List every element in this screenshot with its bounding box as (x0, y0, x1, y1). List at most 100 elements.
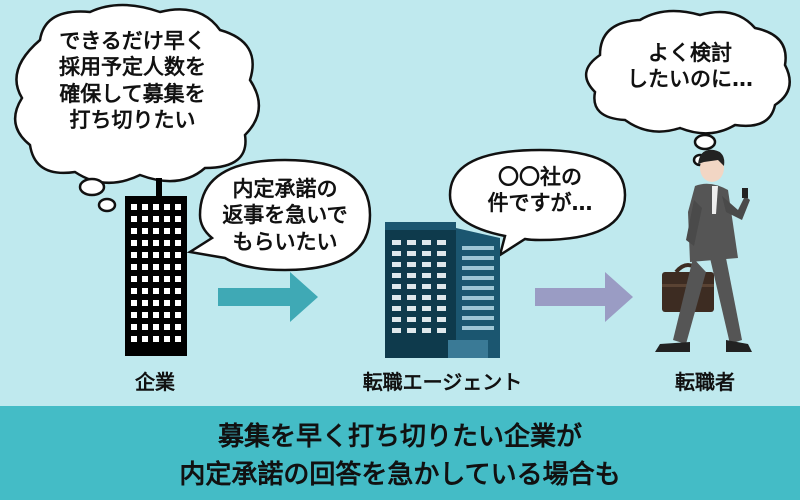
building-window (407, 306, 416, 311)
jobseeker-thought-cloud (585, 9, 791, 167)
building-window (131, 204, 137, 210)
building-window (153, 204, 159, 210)
building-window (462, 306, 494, 310)
building-window (462, 276, 494, 280)
company-speech-bubble (186, 158, 372, 272)
building-window (142, 312, 148, 318)
building-window (407, 262, 416, 267)
building-window (131, 336, 137, 342)
building-window (422, 317, 431, 322)
building-window (164, 276, 170, 282)
building-window (164, 324, 170, 330)
building-window (153, 300, 159, 306)
building-window (392, 295, 401, 300)
building-window (142, 216, 148, 222)
building-window (164, 228, 170, 234)
building-window (164, 252, 170, 258)
footer-line-2: 内定承諾の回答を急かしている場合も (179, 460, 621, 490)
jobseeker-thought-text: よく検討 したいのに… (600, 40, 780, 93)
building-window (407, 284, 416, 289)
building-window (131, 288, 137, 294)
building-window (392, 284, 401, 289)
building-window (175, 264, 181, 270)
building-window (164, 300, 170, 306)
jobseeker-label: 転職者 (675, 370, 735, 394)
building-window (422, 295, 431, 300)
building-window (437, 251, 446, 256)
building-window (164, 288, 170, 294)
building-window (142, 276, 148, 282)
building-window (422, 306, 431, 311)
company-thought-line: できるだけ早く (59, 29, 206, 53)
building-window (153, 288, 159, 294)
building-window (407, 240, 416, 245)
building-window (392, 317, 401, 322)
building-window (392, 273, 401, 278)
building-window (131, 264, 137, 270)
arrow-agent-to-jobseeker (535, 272, 633, 322)
company-speech-line: 返事を急いで (222, 203, 348, 228)
building-window (175, 300, 181, 306)
building-window (142, 204, 148, 210)
building-window (153, 228, 159, 234)
building-window (392, 306, 401, 311)
building-window (462, 266, 494, 270)
building-window (142, 300, 148, 306)
building-window (462, 316, 494, 320)
building-window (131, 276, 137, 282)
building-window (462, 286, 494, 290)
building-window (175, 312, 181, 318)
agent-speech-line: 件ですが… (487, 191, 593, 216)
building-window (164, 264, 170, 270)
arrow-company-to-agent (218, 272, 318, 322)
building-window (392, 328, 401, 333)
building-window (392, 240, 401, 245)
building-window (142, 324, 148, 330)
building-window (153, 252, 159, 258)
jobseeker-thought-line: よく検討 (648, 41, 732, 65)
building-window (392, 262, 401, 267)
building-window (164, 312, 170, 318)
agent-label: 転職エージェント (362, 370, 523, 394)
building-window (462, 296, 494, 300)
building-window (153, 276, 159, 282)
company-thought-cloud (13, 3, 261, 213)
building-window (153, 264, 159, 270)
building-window (422, 251, 431, 256)
building-window (131, 228, 137, 234)
summary-footer: 募集を早く打ち切りたい企業が 内定承諾の回答を急かしている場合も (0, 406, 800, 500)
building-window (131, 252, 137, 258)
building-window (422, 273, 431, 278)
agent-speech-line: 〇〇社の (498, 165, 582, 189)
building-window (422, 262, 431, 267)
building-window (175, 204, 181, 210)
building-window (175, 252, 181, 258)
building-window (164, 336, 170, 342)
company-thought-line: 打ち切りたい (69, 107, 196, 132)
building-window (422, 328, 431, 333)
building-window (407, 328, 416, 333)
building-window (422, 240, 431, 245)
company-speech-line: 内定承諾の (232, 177, 338, 201)
building-window (164, 204, 170, 210)
jobseeker-person-icon (655, 149, 752, 352)
agent-speech-bubble (448, 148, 627, 258)
building-window (131, 312, 137, 318)
building-window (462, 326, 494, 330)
building-window (407, 317, 416, 322)
building-window (437, 295, 446, 300)
building-window (175, 324, 181, 330)
jobseeker-thought-line: したいのに… (627, 67, 753, 92)
building-window (142, 228, 148, 234)
agent-building-icon (385, 222, 500, 358)
company-building-icon (125, 178, 187, 356)
building-window (392, 251, 401, 256)
company-speech-text: 内定承諾の 返事を急いで もらいたい (205, 176, 365, 255)
building-window (437, 240, 446, 245)
building-window (175, 336, 181, 342)
building-window (153, 240, 159, 246)
building-window (462, 256, 494, 260)
building-window (175, 276, 181, 282)
